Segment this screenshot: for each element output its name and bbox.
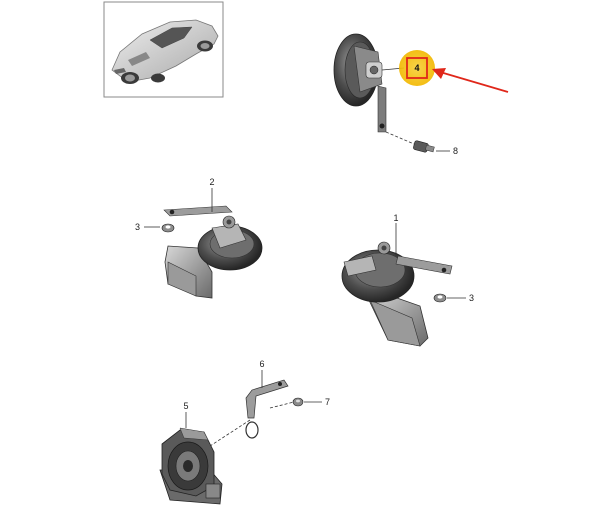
callout-4-highlight bbox=[399, 50, 435, 86]
horn-part-4 bbox=[333, 33, 405, 133]
callout-7: 7 bbox=[325, 397, 330, 407]
callout-6: 6 bbox=[259, 359, 264, 369]
callout-4: 4 bbox=[414, 63, 419, 73]
callout-2: 2 bbox=[209, 177, 214, 187]
washer-part-3-left bbox=[144, 223, 175, 233]
callout-5: 5 bbox=[183, 401, 188, 411]
bracket-part-6 bbox=[209, 370, 289, 447]
washer-part-3-right bbox=[433, 293, 466, 303]
callout-8: 8 bbox=[453, 146, 458, 156]
sports-car-icon bbox=[111, 19, 219, 84]
nut-part-7 bbox=[269, 397, 322, 409]
horn-part-2 bbox=[163, 188, 263, 299]
callout-4-box bbox=[406, 57, 428, 79]
callout-3-right: 3 bbox=[469, 293, 474, 303]
horn-part-5 bbox=[159, 412, 223, 505]
bolt-part-8 bbox=[385, 131, 450, 153]
callout-1: 1 bbox=[393, 213, 398, 223]
red-arrow-icon bbox=[432, 68, 509, 93]
callout-3-left: 3 bbox=[135, 222, 140, 232]
horn-part-1 bbox=[341, 223, 453, 347]
vehicle-thumbnail bbox=[103, 1, 224, 98]
